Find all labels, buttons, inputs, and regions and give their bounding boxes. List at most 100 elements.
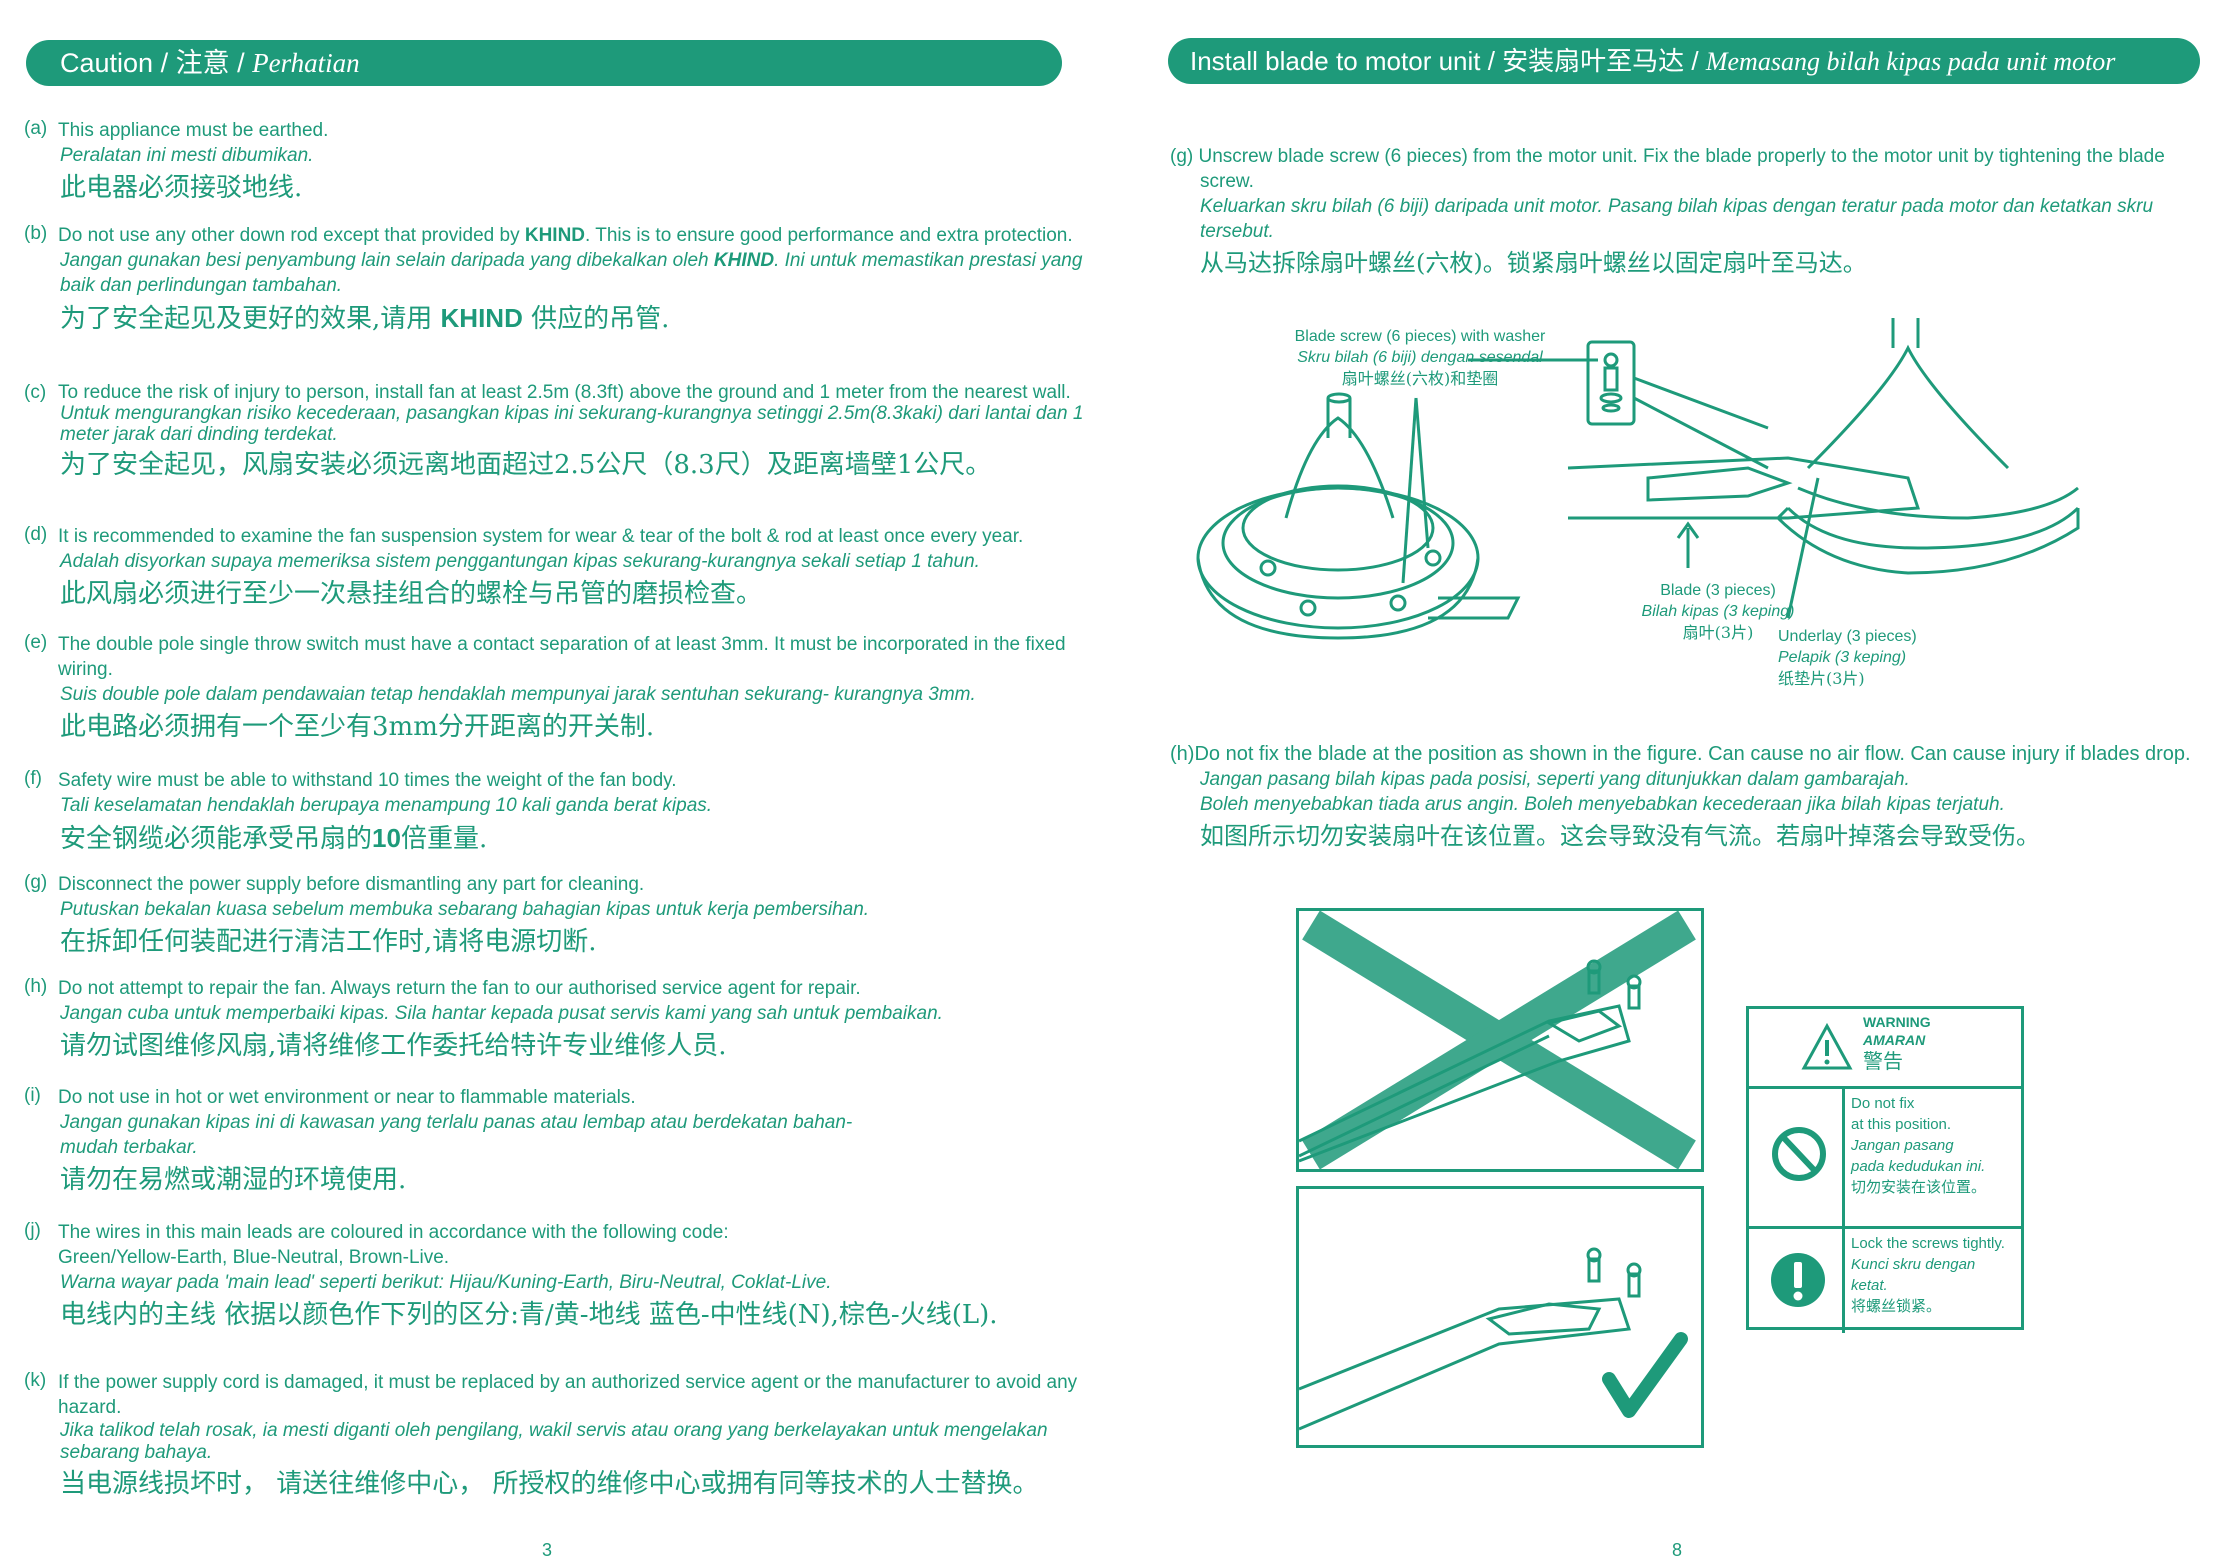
brand-name: KHIND	[440, 303, 523, 333]
label-cn: 扇叶螺丝(六枚)和垫圈	[1341, 369, 1499, 388]
motor-base	[1196, 486, 1480, 630]
row1-en-1: Do not fix	[1851, 1095, 1915, 1112]
page-number: 3	[542, 1540, 553, 1560]
install-banner: Install blade to motor unit / 安装扇叶至马达 / …	[1168, 38, 2200, 84]
item-text-en: Do not attempt to repair the fan. Always…	[58, 978, 861, 999]
row1-my-2: pada kedudukan ini.	[1851, 1158, 1986, 1175]
item-text-cn: 此电器必须接驳地线.	[60, 173, 303, 203]
item-letter: (j)	[24, 1220, 41, 1241]
warning-title: WARNING AMARAN 警告	[1863, 1013, 1931, 1073]
warning-row-lock-screws: Lock the screws tightly. Kunci skru deng…	[1749, 1229, 2021, 1333]
item-letter: (b)	[24, 223, 48, 244]
en-pre: Do not use any other down rod except tha…	[58, 225, 525, 246]
caution-item-f: (f) Safety wire must be able to withstan…	[24, 768, 1104, 859]
caution-item-j: (j) The wires in this main leads are col…	[24, 1220, 1104, 1335]
step-g: (g) Unscrew blade screw (6 pieces) from …	[1170, 144, 2210, 282]
icon-cell	[1749, 1089, 1845, 1226]
exclamation-icon	[1771, 1253, 1825, 1307]
item-text-my: Tali keselamatan hendaklah berupaya mena…	[60, 795, 713, 816]
warning-title-my: AMARAN	[1863, 1032, 1926, 1048]
screw-callout	[1586, 340, 1636, 426]
item-text-my: Untuk mengurangkan risiko kecederaan, pa…	[60, 403, 1084, 445]
step-g-cn: 从马达拆除扇叶螺丝(六枚)。锁紧扇叶螺丝以固定扇叶至马达。	[1200, 249, 1867, 277]
item-text-my: Adalah disyorkan supaya memeriksa sistem…	[60, 551, 980, 572]
item-text-my: Suis double pole dalam pendawaian tetap …	[60, 684, 976, 705]
caution-item-b: (b) Do not use any other down rod except…	[24, 223, 1104, 339]
item-text-cn: 当电源线损坏时， 请送往维修中心， 所授权的维修中心或拥有同等技术的人士替换。	[60, 1469, 1039, 1499]
item-text-en: To reduce the risk of injury to person, …	[58, 382, 1071, 403]
step-g-en: (g) Unscrew blade screw (6 pieces) from …	[1170, 146, 2165, 192]
item-text-my: Peralatan ini mesti dibumikan.	[60, 145, 314, 166]
warning-title-cn: 警告	[1863, 1049, 1903, 1073]
label-blade-screw: Blade screw (6 pieces) with washer Skru …	[1270, 326, 1570, 389]
step-h-en: (h)Do not fix the blade at the position …	[1170, 743, 2191, 765]
item-text-cn: 在拆卸任何装配进行清洁工作时,请将电源切断.	[60, 927, 597, 957]
item-text-en-2: Green/Yellow-Earth, Blue-Neutral, Brown-…	[58, 1247, 450, 1268]
label-my: Bilah kipas (3 keping)	[1641, 603, 1795, 620]
cn-bold: 10	[372, 823, 401, 853]
row2-cn: 将螺丝锁紧。	[1851, 1297, 1942, 1315]
blade-install-diagram	[1196, 318, 2080, 640]
item-letter: (h)	[24, 976, 48, 997]
item-letter: (d)	[24, 524, 48, 545]
step-g-my: Keluarkan skru bilah (6 biji) daripada u…	[1200, 196, 2154, 242]
label-en: Blade (3 pieces)	[1660, 582, 1776, 599]
cross-icon	[1302, 910, 1696, 1170]
label-cn: 纸垫片(3片)	[1778, 669, 1865, 688]
cn-post: 供应的吊管.	[522, 304, 670, 334]
right-page: Install blade to motor unit / 安装扇叶至马达 / …	[1118, 0, 2236, 1564]
item-text-en: Disconnect the power supply before disma…	[58, 874, 645, 895]
step-h: (h)Do not fix the blade at the position …	[1170, 742, 2210, 855]
caution-item-h: (h) Do not attempt to repair the fan. Al…	[24, 976, 1104, 1066]
wrong-position-image	[1296, 908, 1704, 1172]
correct-position-image	[1296, 1186, 1704, 1448]
item-letter: (i)	[24, 1085, 41, 1106]
row1-en-2: at this position.	[1851, 1116, 1952, 1133]
item-text-en: Do not use any other down rod except tha…	[58, 223, 1104, 248]
item-letter: (c)	[24, 382, 47, 403]
banner-title-en: Caution	[60, 48, 154, 78]
item-text-cn: 为了安全起见，风扇安装必须远离地面超过2.5公尺（8.3尺）及距离墙壁1公尺。	[60, 450, 992, 480]
warning-box: WARNING AMARAN 警告 Do not fix at this pos…	[1746, 1006, 2024, 1333]
cn-pre: 为了安全起见及更好的效果,请用	[60, 304, 441, 334]
item-letter: (a)	[24, 118, 48, 139]
banner-title-en: Install blade to motor unit	[1190, 46, 1481, 76]
my-post: . Ini untuk memastikan prestasi yang bai…	[60, 250, 1083, 296]
label-my: Pelapik (3 keping)	[1778, 649, 1907, 666]
row2-my-2: ketat.	[1851, 1277, 1888, 1294]
brand-name: KHIND	[524, 225, 586, 246]
item-text-en: Do not use in hot or wet environment or …	[58, 1087, 636, 1108]
step-h-my-2: Boleh menyebabkan tiada arus angin. Bole…	[1200, 794, 2005, 815]
banner-sep: /	[1684, 46, 1706, 76]
warning-row1-text: Do not fix at this position. Jangan pasa…	[1851, 1093, 1986, 1198]
banner-title-my: Memasang bilah kipas pada unit motor	[1705, 47, 2116, 76]
label-underlay: Underlay (3 pieces) Pelapik (3 keping) 纸…	[1778, 626, 1998, 689]
label-blade: Blade (3 pieces) Bilah kipas (3 keping) …	[1618, 580, 1818, 643]
item-text-en: It is recommended to examine the fan sus…	[58, 526, 1024, 547]
item-text-cn: 此电路必须拥有一个至少有3mm分开距离的开关制.	[60, 712, 655, 742]
item-text-en: The double pole single throw switch must…	[58, 634, 1066, 680]
item-text-my: Warna wayar pada 'main lead' seperti ber…	[60, 1272, 832, 1293]
brand-name: KHIND	[713, 250, 775, 271]
item-text-cn: 此风扇必须进行至少一次悬挂组合的螺栓与吊管的磨损检查。	[60, 579, 763, 609]
banner-title-cn: 注意	[175, 48, 230, 78]
warning-triangle-icon	[1801, 1023, 1853, 1070]
cn-pre: 安全钢缆必须能承受吊扇的	[60, 824, 373, 854]
banner-sep: /	[153, 48, 176, 78]
row2-en: Lock the screws tightly.	[1851, 1235, 2005, 1252]
left-page: Caution / 注意 / Perhatian (a) This applia…	[24, 40, 1104, 1560]
item-letter: (k)	[24, 1370, 47, 1391]
item-text-cn: 请勿在易燃或潮湿的环境使用.	[60, 1165, 407, 1195]
item-letter: (e)	[24, 632, 48, 653]
item-text-my: Putuskan bekalan kuasa sebelum membuka s…	[60, 899, 870, 920]
prohibited-icon	[1772, 1127, 1826, 1181]
warning-row-do-not-fix: Do not fix at this position. Jangan pasa…	[1749, 1089, 2021, 1229]
caution-item-g: (g) Disconnect the power supply before d…	[24, 872, 1104, 962]
banner-sep: /	[229, 48, 253, 78]
caution-item-k: (k) If the power supply cord is damaged,…	[24, 1370, 1104, 1504]
item-text-en: This appliance must be earthed.	[58, 120, 329, 141]
item-text-my: Jika talikod telah rosak, ia mesti digan…	[60, 1420, 1048, 1463]
caution-item-c: (c) To reduce the risk of injury to pers…	[24, 382, 1104, 485]
icon-cell	[1749, 1229, 1845, 1333]
row1-my-1: Jangan pasang	[1851, 1137, 1954, 1154]
